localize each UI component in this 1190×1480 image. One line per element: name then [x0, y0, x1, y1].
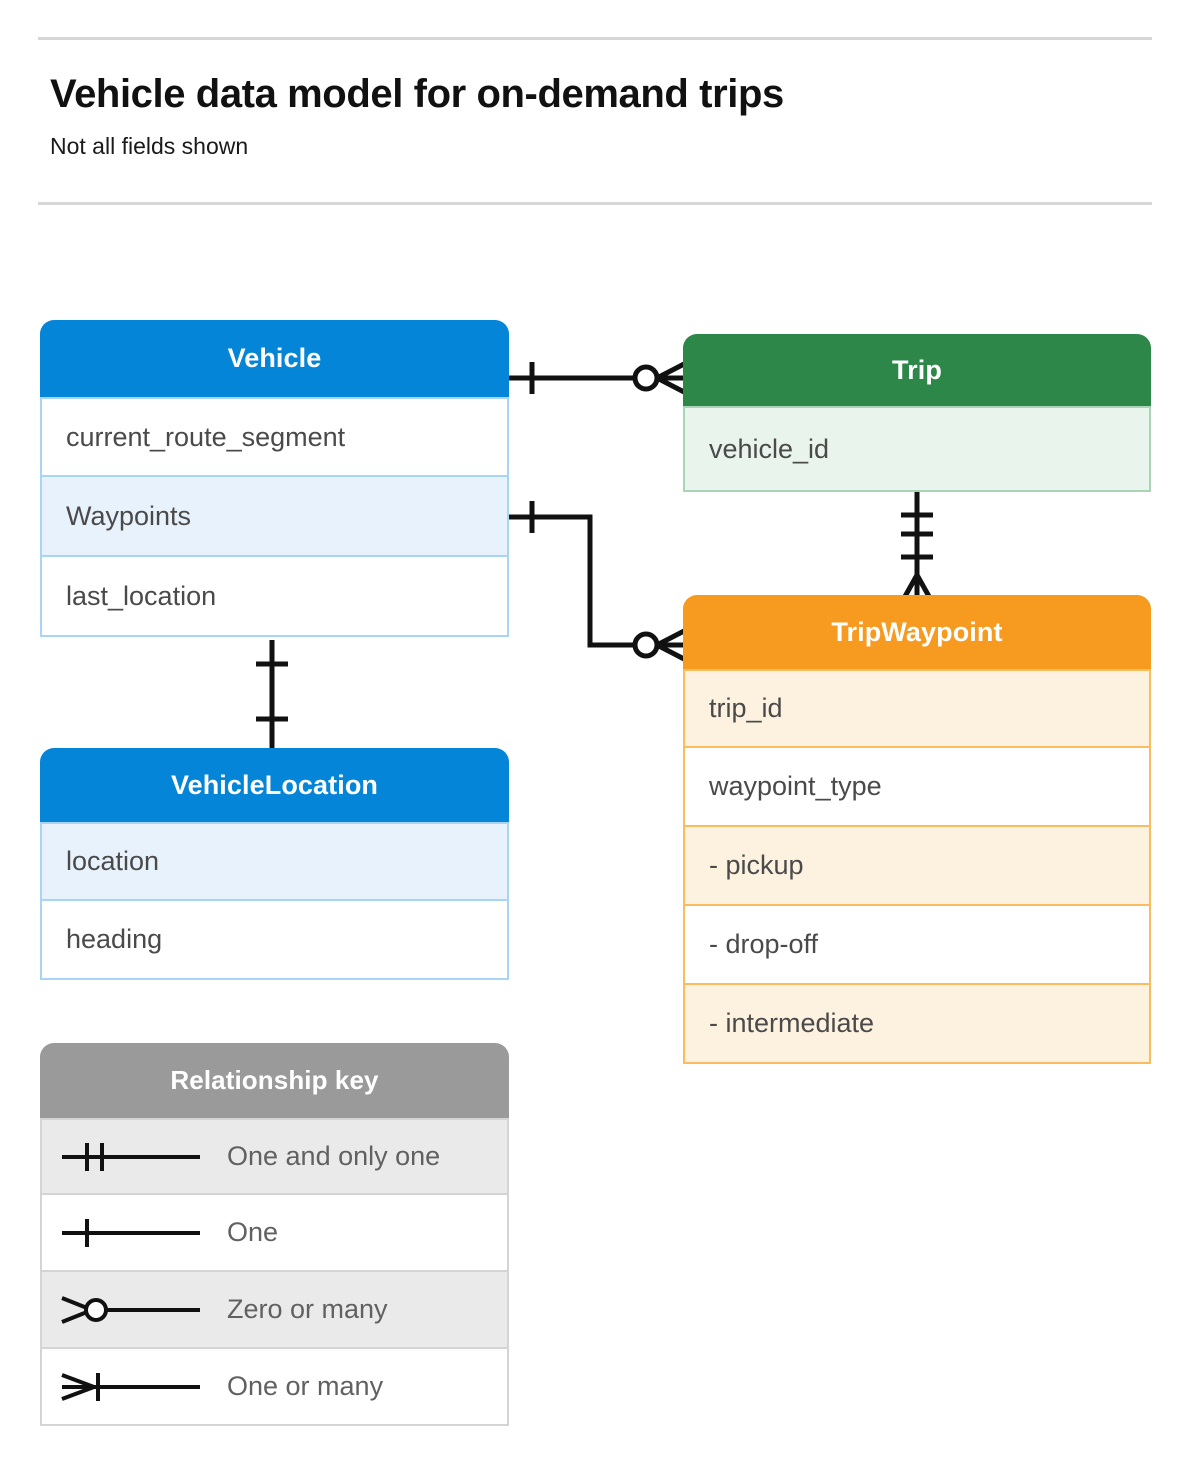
legend-row-one: One [40, 1195, 509, 1272]
legend-row-one-and-only-one: One and only one [40, 1118, 509, 1195]
entity-title-vehicle: Vehicle [40, 320, 509, 397]
entity-field-row[interactable]: waypoint_type [683, 748, 1151, 827]
entity-title-vehiclelocation: VehicleLocation [40, 748, 509, 822]
entity-field-row[interactable]: last_location [40, 557, 509, 637]
entity-title-trip: Trip [683, 334, 1151, 406]
entity-field-row[interactable]: - pickup [683, 827, 1151, 906]
legend-label: One or many [227, 1371, 384, 1401]
entity-card-tripwaypoint[interactable]: TripWaypoint trip_id waypoint_type - pic… [683, 595, 1151, 1064]
legend-row-one-or-many: One or many [40, 1349, 509, 1426]
entity-field-row[interactable]: vehicle_id [683, 406, 1151, 492]
zero-or-many-icon [42, 1272, 227, 1347]
page-subtitle: Not all fields shown [50, 133, 249, 159]
page-title: Vehicle data model for on-demand trips [50, 72, 784, 116]
entity-field-row[interactable]: - intermediate [683, 985, 1151, 1064]
entity-title-tripwaypoint: TripWaypoint [683, 595, 1151, 669]
entity-fields-vehiclelocation: location heading [40, 822, 509, 980]
one-icon [42, 1195, 227, 1270]
connector-trip-tripwaypoint [900, 492, 934, 602]
entity-field-row[interactable]: - drop-off [683, 906, 1151, 985]
entity-field-row[interactable]: current_route_segment [40, 397, 509, 477]
connector-vehicle-vehiclelocation [256, 640, 288, 748]
entity-field-row[interactable]: heading [40, 901, 509, 980]
connector-waypoints-tripwaypoint [509, 501, 688, 663]
entity-fields-vehicle: current_route_segment Waypoints last_loc… [40, 397, 509, 637]
relationship-key-card: Relationship key One and only one [40, 1043, 509, 1426]
entity-card-trip[interactable]: Trip vehicle_id [683, 334, 1151, 492]
entity-field-row[interactable]: Waypoints [40, 477, 509, 557]
legend-label: Zero or many [227, 1294, 388, 1324]
relationship-key-title: Relationship key [40, 1043, 509, 1118]
entity-field-row[interactable]: trip_id [683, 669, 1151, 748]
legend-row-zero-or-many: Zero or many [40, 1272, 509, 1349]
header-divider-bottom [38, 202, 1152, 205]
legend-label: One and only one [227, 1141, 441, 1171]
entity-fields-tripwaypoint: trip_id waypoint_type - pickup - drop-of… [683, 669, 1151, 1064]
connector-vehicle-trip [509, 360, 688, 396]
entity-card-vehiclelocation[interactable]: VehicleLocation location heading [40, 748, 509, 980]
entity-fields-trip: vehicle_id [683, 406, 1151, 492]
header-divider-top [38, 37, 1152, 40]
legend-label: One [227, 1217, 279, 1247]
one-and-only-one-icon [42, 1120, 227, 1193]
one-or-many-icon [42, 1349, 227, 1424]
entity-card-vehicle[interactable]: Vehicle current_route_segment Waypoints … [40, 320, 509, 637]
entity-field-row[interactable]: location [40, 822, 509, 901]
relationship-key-rows: One and only one One [40, 1118, 509, 1426]
